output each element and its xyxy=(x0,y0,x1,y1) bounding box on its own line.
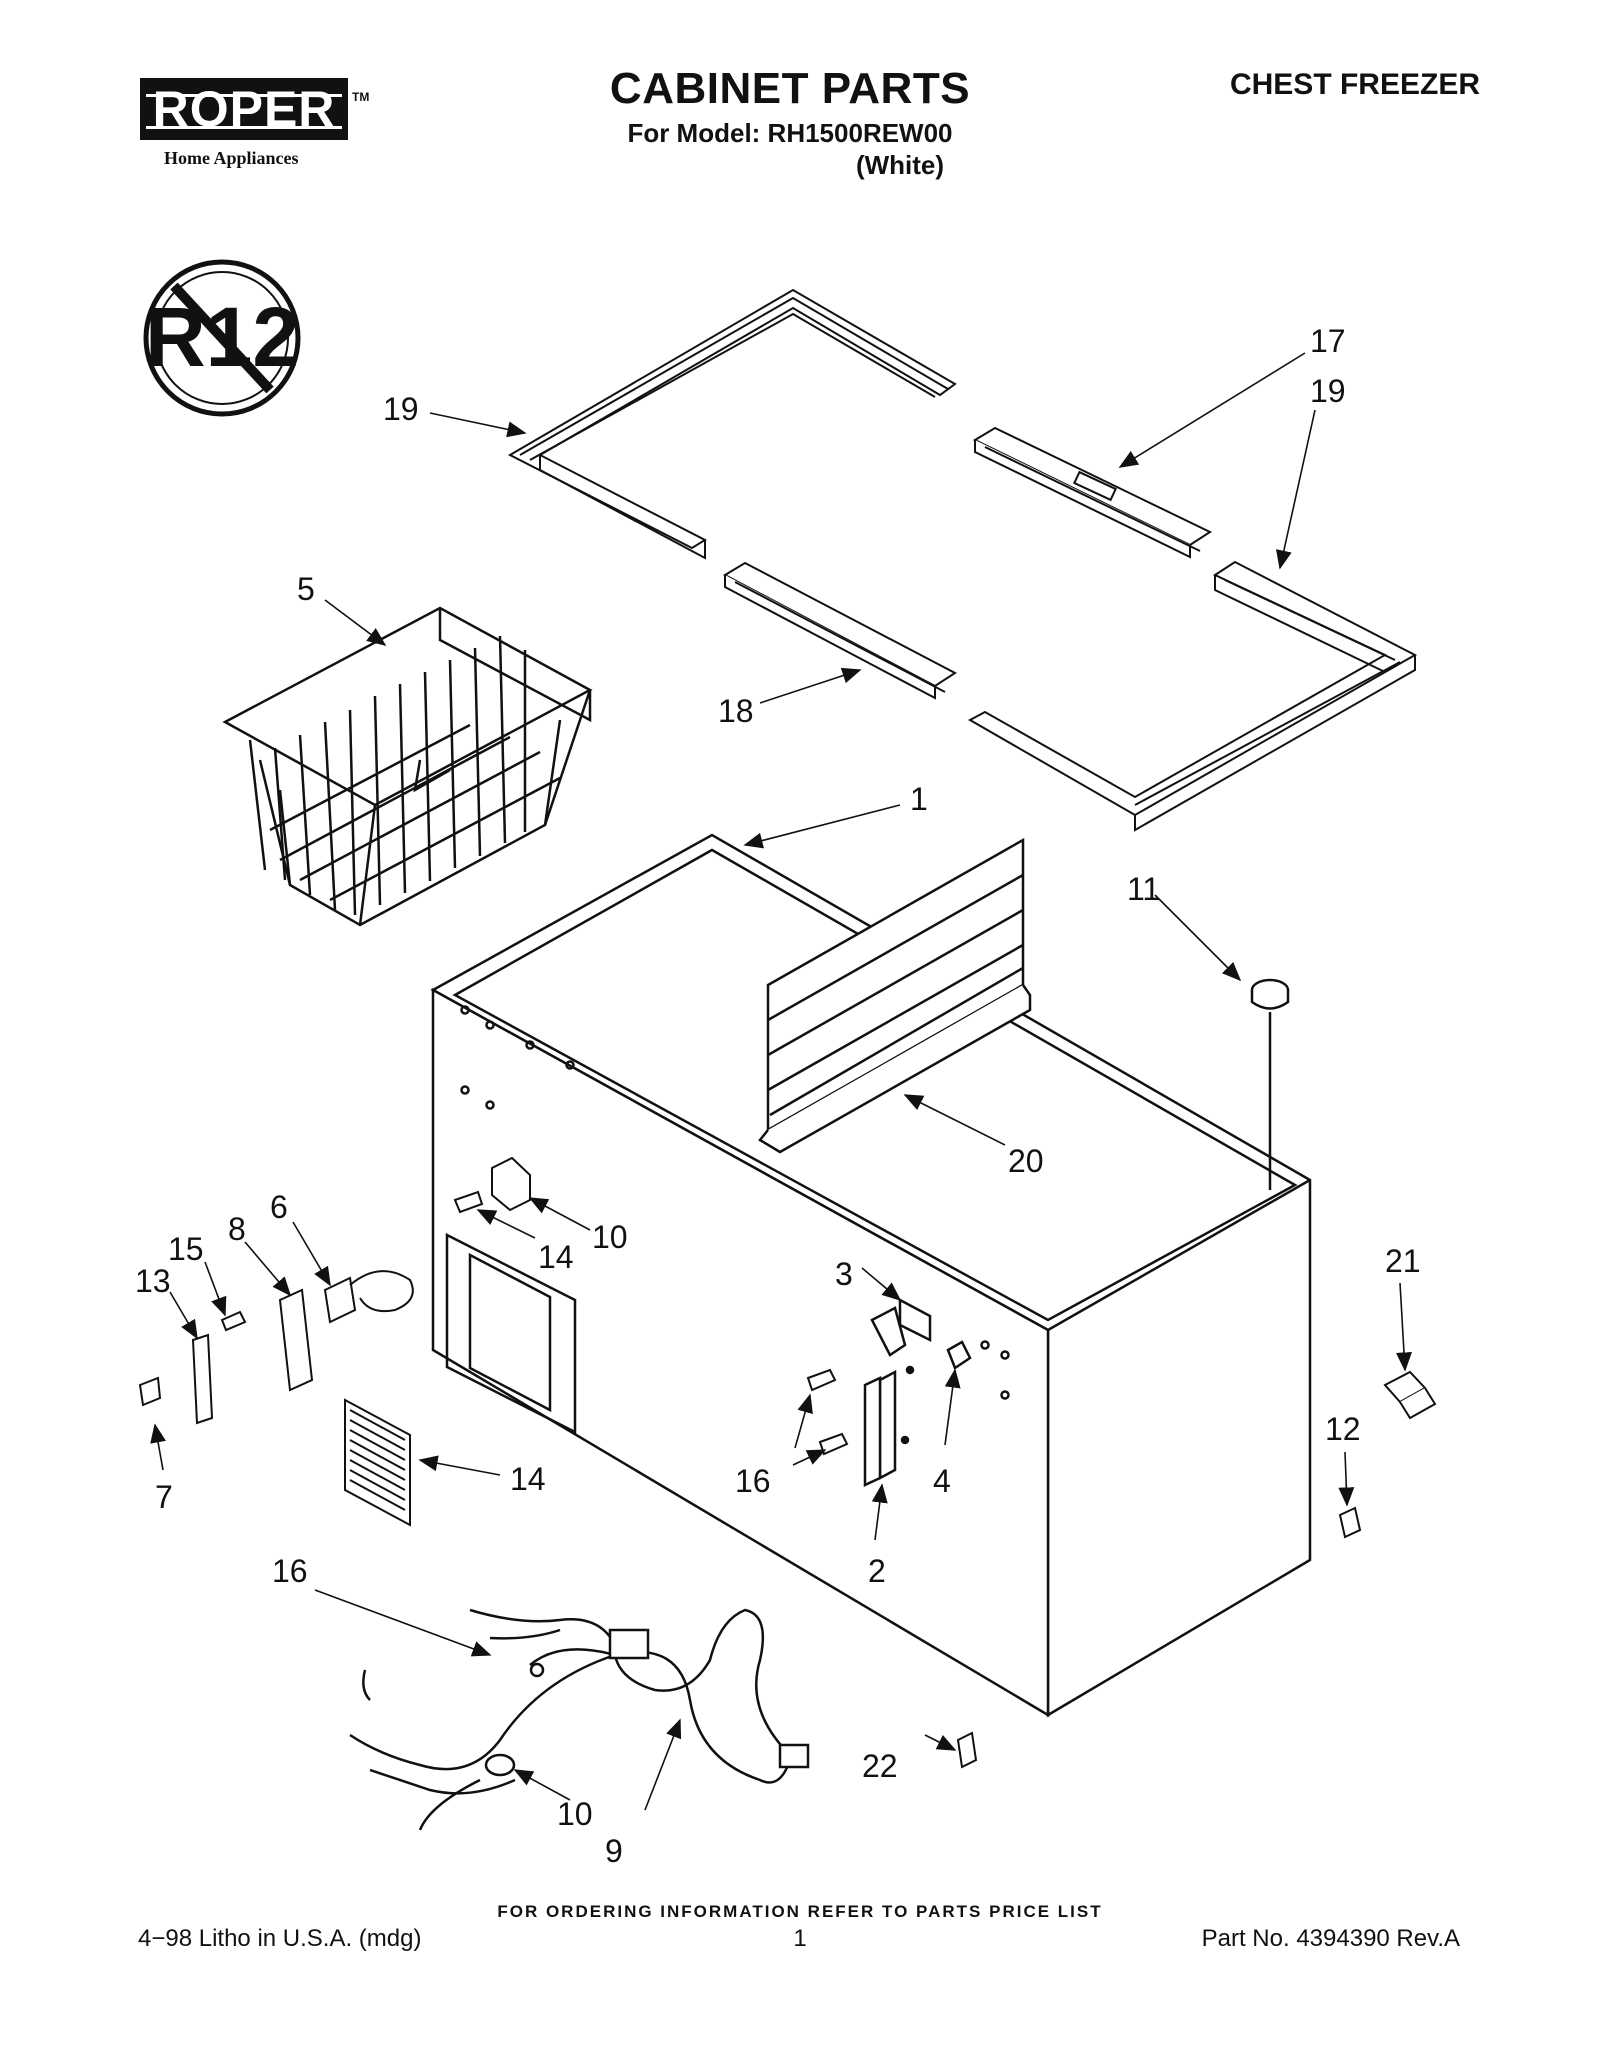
lid-divider-strip-lower xyxy=(722,561,957,700)
appliance-type: CHEST FREEZER xyxy=(1229,68,1480,101)
callout-10-upper: 10 xyxy=(592,1219,628,1255)
callout-11: 11 xyxy=(1127,871,1160,907)
control-knob xyxy=(138,1376,162,1407)
thermostat xyxy=(323,1270,414,1324)
callout-7: 7 xyxy=(155,1479,173,1515)
color-line: (White) xyxy=(855,150,945,180)
callout-19-right: 19 xyxy=(1310,373,1346,409)
callout-22: 22 xyxy=(862,1748,898,1784)
brand-stripe xyxy=(146,126,342,129)
drain-plug xyxy=(1250,978,1290,1190)
brand-logo-box xyxy=(140,78,348,140)
lid-liner-frame-right xyxy=(967,560,1418,832)
callout-20: 20 xyxy=(1008,1143,1044,1179)
callout-6: 6 xyxy=(270,1189,288,1225)
callout-14-upper: 14 xyxy=(538,1239,574,1275)
wire-clip xyxy=(956,1731,978,1769)
wiring-harness xyxy=(349,1608,810,1831)
page-number: 1 xyxy=(793,1925,807,1952)
brand-subtitle: Home Appliances xyxy=(164,148,299,168)
leveling-leg xyxy=(1383,1370,1437,1420)
callout-10-lower: 10 xyxy=(557,1796,593,1832)
lid-divider-strip-upper xyxy=(972,426,1213,559)
callout-21: 21 xyxy=(1385,1243,1421,1279)
wire-basket xyxy=(222,606,593,927)
brand-stripe xyxy=(146,94,342,97)
lid-hinge xyxy=(863,1297,972,1487)
hinge-screw xyxy=(806,1368,849,1456)
callout-1: 1 xyxy=(910,781,928,817)
callout-numbers: 19 17 19 5 18 1 11 20 10 14 6 8 15 13 7 … xyxy=(135,323,1421,1869)
front-grille xyxy=(344,1398,411,1527)
model-line: For Model: RH1500REW00 xyxy=(627,118,953,148)
lid-liner-frame-left xyxy=(507,288,957,560)
callout-16-hinge: 16 xyxy=(735,1463,771,1499)
callout-5: 5 xyxy=(297,571,315,607)
divider-panel xyxy=(758,837,1032,1154)
litho-info: 4−98 Litho in U.S.A. (mdg) xyxy=(138,1925,422,1952)
callout-13: 13 xyxy=(135,1263,171,1299)
callout-16-harness: 16 xyxy=(272,1553,308,1589)
callout-9: 9 xyxy=(605,1833,623,1869)
callout-4: 4 xyxy=(933,1463,951,1499)
callout-14-lower: 14 xyxy=(510,1461,546,1497)
no-r12-icon: R12 xyxy=(143,259,301,417)
cabinet-body xyxy=(430,833,1312,1718)
callout-18: 18 xyxy=(718,693,754,729)
part-number: Part No. 4394390 Rev.A xyxy=(1201,1925,1460,1952)
callout-19-left: 19 xyxy=(383,391,419,427)
thermostat-screw xyxy=(220,1310,247,1332)
callout-17: 17 xyxy=(1310,323,1346,359)
callout-8: 8 xyxy=(228,1211,246,1247)
callout-3: 3 xyxy=(835,1256,853,1292)
brand-trademark: TM xyxy=(352,90,370,104)
thermostat-bracket xyxy=(278,1288,314,1392)
brand-logo: ROPER TM Home Appliances xyxy=(140,72,369,172)
callout-leaders xyxy=(150,352,1412,1811)
mounting-clip xyxy=(1338,1506,1362,1539)
page-title: CABINET PARTS xyxy=(609,64,971,113)
ordering-note: FOR ORDERING INFORMATION REFER TO PARTS … xyxy=(497,1902,1103,1921)
callout-15: 15 xyxy=(168,1231,204,1267)
control-label xyxy=(191,1333,214,1425)
callout-12: 12 xyxy=(1325,1411,1361,1447)
callout-2: 2 xyxy=(868,1553,886,1589)
